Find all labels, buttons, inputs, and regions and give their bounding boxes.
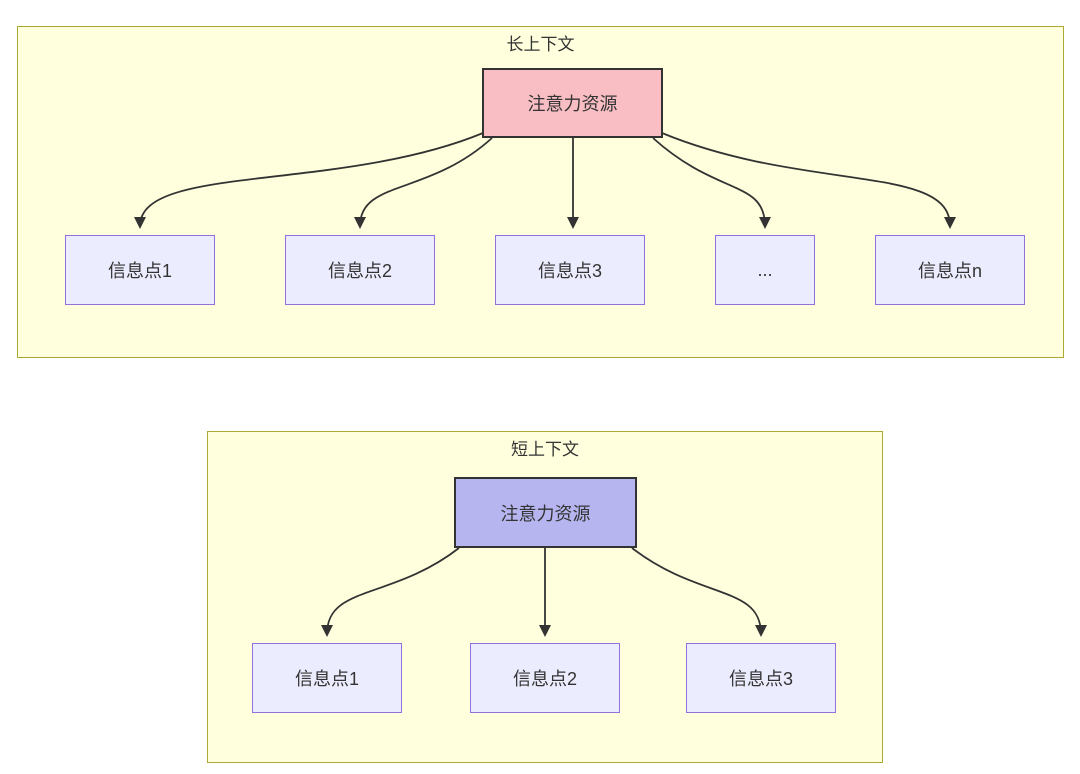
long-info-label-3: 信息点3 xyxy=(537,261,602,281)
long-info-node-2: 信息点2 xyxy=(285,235,435,305)
short-info-node-3: 信息点3 xyxy=(686,643,836,713)
short-attention-node: 注意力资源 xyxy=(454,477,637,548)
short-info-label-2: 信息点2 xyxy=(512,669,577,689)
long-info-node-3: 信息点3 xyxy=(495,235,645,305)
short-info-node-1: 信息点1 xyxy=(252,643,402,713)
long-info-node-n: 信息点n xyxy=(875,235,1025,305)
long-info-label-1: 信息点1 xyxy=(107,261,172,281)
short-info-label-3: 信息点3 xyxy=(728,669,793,689)
long-info-node-1: 信息点1 xyxy=(65,235,215,305)
long-info-label-dots: ... xyxy=(757,259,773,280)
short-info-label-1: 信息点1 xyxy=(294,669,359,689)
long-info-label-n: 信息点n xyxy=(917,261,982,281)
short-context-title: 短上下文 xyxy=(511,440,579,459)
long-attention-node: 注意力资源 xyxy=(482,68,663,138)
long-attention-label: 注意力资源 xyxy=(527,94,618,114)
short-attention-label: 注意力资源 xyxy=(500,503,591,524)
long-info-node-dots: ... xyxy=(715,235,815,305)
long-context-title: 长上下文 xyxy=(506,35,575,54)
short-info-node-2: 信息点2 xyxy=(470,643,620,713)
long-info-label-2: 信息点2 xyxy=(327,261,392,281)
